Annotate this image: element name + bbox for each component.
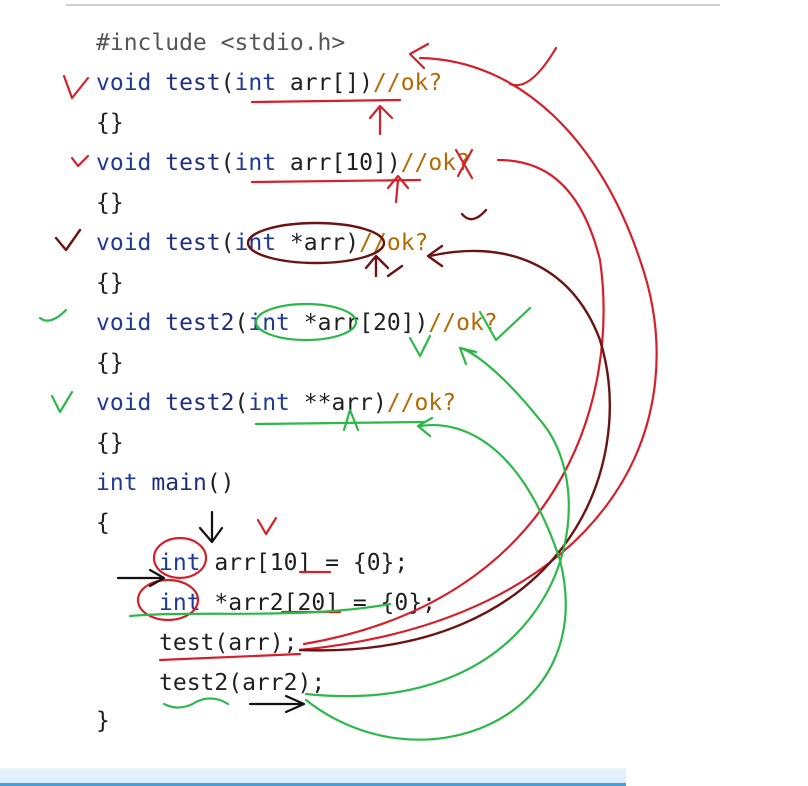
decl-rest: arr[10] = {0}; [200, 550, 409, 576]
decl-type: int [159, 590, 201, 616]
code-line-body3: {} [96, 270, 124, 296]
code-line-body2: {} [96, 190, 124, 216]
return-type: int [96, 470, 138, 496]
paren-close: ) [386, 150, 401, 176]
bottom-band [0, 768, 626, 786]
paren-open: ( [220, 230, 235, 256]
paren-close: ) [414, 310, 429, 336]
function-name: test2 [165, 390, 235, 416]
param-name: **arr [289, 390, 373, 416]
code-line-body1: {} [96, 110, 124, 136]
param-name: arr[10] [276, 150, 387, 176]
function-name: test [165, 230, 221, 256]
comment: //ok? [386, 390, 457, 416]
code-line-fn3: void test(int *arr)//ok? [96, 226, 428, 260]
code-line-decl1: int arr[10] = {0}; [159, 546, 408, 580]
code-line-fn4: void test2(int *arr[20])//ok? [96, 306, 498, 340]
code-line-body4: {} [96, 350, 124, 376]
param-type: int [248, 310, 290, 336]
param-name: *arr [276, 230, 346, 256]
main-close-brace: } [96, 708, 110, 734]
comment: //ok? [373, 70, 443, 96]
return-type: void [96, 310, 152, 336]
code-line-main: int main() [96, 466, 235, 500]
comment: //ok? [428, 310, 498, 336]
decl-rest: *arr2[20] = {0}; [200, 590, 436, 616]
code-line-call2: test2(arr2); [159, 670, 326, 696]
code-line-fn2: void test(int arr[10])//ok? [96, 146, 470, 180]
paren-close: ) [345, 230, 360, 256]
code-line-body5: {} [96, 430, 124, 456]
param-type: int [234, 70, 277, 96]
paren-open: ( [234, 310, 249, 336]
paren-open: ( [220, 150, 235, 176]
return-type: void [96, 70, 152, 96]
comment: //ok? [400, 150, 470, 176]
code-line-call1: test(arr); [159, 630, 298, 656]
function-name: main [151, 470, 207, 496]
paren-pair: () [206, 470, 235, 496]
param-name: *arr[20] [289, 310, 415, 336]
function-name: test [165, 70, 221, 96]
param-type: int [248, 390, 290, 416]
param-type: int [234, 230, 277, 256]
top-divider [66, 4, 720, 6]
function-name: test2 [165, 310, 235, 336]
main-open-brace: { [96, 510, 110, 536]
decl-type: int [159, 550, 201, 576]
paren-close: ) [359, 70, 373, 96]
comment: //ok? [359, 230, 429, 256]
code-line-decl2: int *arr2[20] = {0}; [159, 586, 436, 620]
return-type: void [96, 230, 152, 256]
return-type: void [96, 390, 152, 416]
paren-open: ( [234, 390, 249, 416]
function-name: test [165, 150, 221, 176]
param-type: int [234, 150, 277, 176]
return-type: void [96, 150, 152, 176]
paren-close: ) [373, 390, 387, 416]
paren-open: ( [220, 70, 235, 96]
param-name: arr[] [276, 70, 360, 96]
code-line-fn5: void test2(int **arr)//ok? [96, 386, 456, 420]
bottom-edge [0, 783, 626, 786]
code-line-fn1: void test(int arr[])//ok? [96, 66, 442, 100]
include-line: #include <stdio.h> [96, 30, 346, 56]
